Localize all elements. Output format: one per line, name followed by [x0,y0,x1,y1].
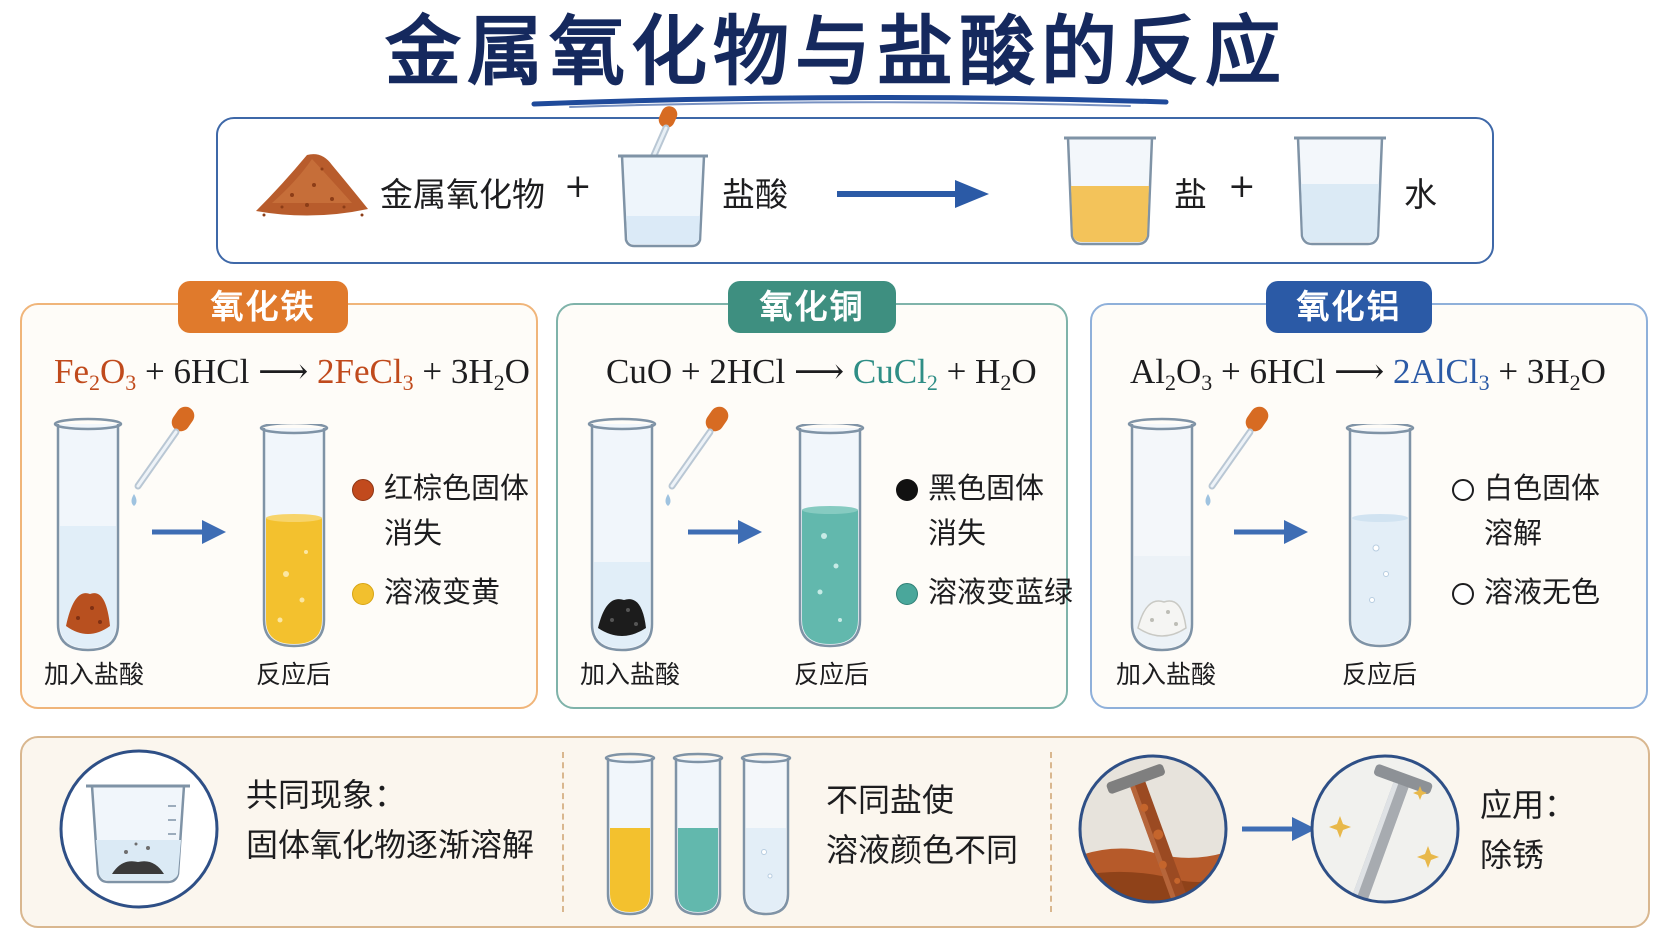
eq-product: 2FeCl3 [317,352,414,395]
test-tube-after [1345,424,1415,648]
test-tube-icon [672,752,724,916]
caption-add-acid: 加入盐酸 [580,660,681,689]
sparkle-icon [1329,786,1439,868]
dropper-icon [1205,406,1269,506]
application-note: 应用： 除锈 [1480,786,1577,874]
copper-observations: 黑色固体 消失 溶液变蓝绿 [896,466,1073,615]
red-brown-dot [352,479,374,501]
arrow-right-icon [1234,520,1308,544]
iron-observations: 红棕色固体 消失 溶液变黄 [352,466,529,615]
iron-oxide-equation: Fe2O3 + 6HCl ⟶ 2FeCl3 + 3H2O [54,352,530,395]
water-beaker-icon [1294,136,1386,246]
general-equation-panel [216,117,1494,264]
aluminum-observations: 白色固体 溶解 溶液无色 [1452,466,1600,615]
arrow-right-icon [837,180,989,208]
dropper-icon [665,406,729,506]
black-dot [896,479,918,501]
caption-add-acid: 加入盐酸 [44,660,145,689]
hydrochloric-acid-label: 盐酸 [722,175,788,214]
test-tube-icon [740,752,792,916]
salt-beaker-icon [1064,136,1156,246]
salt-label: 盐 [1174,175,1207,214]
dropper-icon [131,406,195,506]
beaker-dropper-icon [618,106,708,248]
test-tube-after [795,424,865,648]
eq-product: 2AlCl3 [1393,352,1490,395]
arrow-right-icon [1242,817,1316,841]
caption-after-reaction: 反应后 [1342,660,1418,689]
water-label: 水 [1404,175,1437,214]
different-colors-note: 不同盐使 溶液颜色不同 [826,781,1019,869]
caption-add-acid: 加入盐酸 [1116,660,1217,689]
test-tube-icon [604,752,656,916]
eq-product: CuCl2 [852,352,938,395]
yellow-dot [352,583,374,605]
copper-oxide-equation: CuO + 2HCl ⟶ CuCl2 + H2O [606,352,1037,395]
plus-sign-2: + [1228,166,1256,205]
aluminum-oxide-tag: 氧化铝 [1266,281,1432,333]
test-tube-icon [53,417,123,652]
test-tube-before [587,406,729,652]
common-text: 固体氧化物逐渐溶解 [246,826,535,864]
powder-pile-icon [256,154,368,217]
metal-oxide-label: 金属氧化物 [380,175,545,214]
iron-oxide-tag: 氧化铁 [178,281,348,333]
three-test-tubes-icon [604,752,792,916]
common-label: 共同现象： [246,776,407,814]
arrow-right-icon [688,520,762,544]
blue-green-dot [896,583,918,605]
divider [562,752,564,912]
test-tube-icon [1127,417,1197,652]
title-underline [531,94,1169,108]
test-tube-after [259,424,329,648]
clean-nail-icon [1310,754,1460,904]
divider [1050,752,1052,912]
copper-oxide-tag: 氧化铜 [728,281,896,333]
test-tube-before [53,406,195,652]
colorless-dot [1452,583,1474,605]
beaker-dissolving-icon [59,749,219,909]
plus-sign: + [564,166,592,205]
caption-after-reaction: 反应后 [794,660,870,689]
arrow-right-icon [152,520,226,544]
test-tube-icon [587,417,657,652]
eq-reactant: Fe2O3 [54,352,137,395]
common-phenomenon: 共同现象： 固体氧化物逐渐溶解 [246,770,534,870]
caption-after-reaction: 反应后 [256,660,332,689]
rusty-nail-icon [1078,754,1228,904]
test-tube-before [1127,406,1269,652]
white-dot [1452,479,1474,501]
aluminum-oxide-equation: Al2O3 + 6HCl ⟶ 2AlCl3 + 3H2O [1130,352,1606,395]
page-title: 金属氧化物与盐酸的反应 [385,7,1287,96]
